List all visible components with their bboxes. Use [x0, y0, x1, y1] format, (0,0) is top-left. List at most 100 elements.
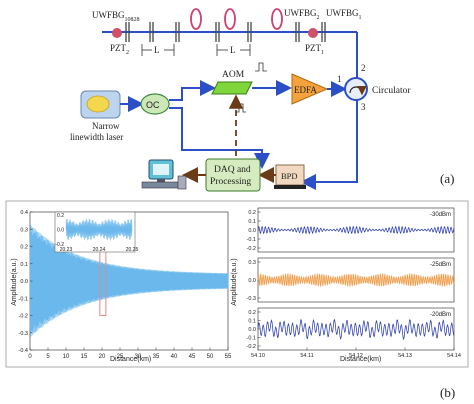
- optical-coupler: [140, 93, 170, 115]
- pzt-right-label: PZT1: [305, 43, 324, 56]
- fbg-mid-label: UWFBG2: [284, 8, 320, 21]
- right-x-label: Distance(km): [340, 356, 381, 363]
- panel-a: UWFBG10828 UWFBG2 UWFBG1 PZT2 PZT1 L L N…: [70, 8, 454, 192]
- panel-a-label: (a): [440, 171, 454, 186]
- oc-to-aom-fiber: [169, 80, 216, 101]
- spacing-label-1: L: [154, 45, 160, 55]
- computer-icon: [141, 159, 187, 190]
- laser-label-line2: linewidth laser: [70, 132, 123, 142]
- panel-b-frame: [5, 200, 469, 368]
- main-x-tick-label: 55: [225, 354, 232, 360]
- inset-x-tick-label: 20.24: [93, 247, 106, 253]
- main-x-tick-label: 40: [171, 354, 178, 360]
- circulator-label: Circulator: [372, 86, 411, 96]
- subplot-legend-label: -20dBm: [430, 312, 451, 318]
- edfa-amplifier: [291, 73, 329, 105]
- circulator-arrow-icon: [349, 85, 367, 96]
- main-y-tick-label: -0.3: [19, 331, 28, 337]
- subplot-y-tick-label: 0.1: [248, 219, 256, 225]
- main-x-label: Distance(km): [110, 356, 151, 363]
- subplot-y-tick-label: 0.1: [248, 319, 256, 325]
- main-x-tick-label: 15: [81, 354, 88, 360]
- fbg-right-label: UWFBG1: [326, 8, 362, 21]
- main-y-tick-label: 0.2: [20, 245, 28, 251]
- right-x-tick-label: 54.11: [300, 353, 313, 359]
- spacing-marker-2: [216, 44, 251, 56]
- fbg-left-label: UWFBG10828: [92, 10, 140, 23]
- edfa-label: EDFA: [294, 85, 317, 95]
- inset-trace-series: [65, 218, 133, 241]
- circulator: [344, 77, 368, 101]
- main-x-tick-label: 50: [207, 354, 214, 360]
- pzt-right-icon: [308, 28, 318, 38]
- inset-y-tick-label: -0.2: [55, 242, 64, 248]
- main-y-tick-label: -0.1: [19, 296, 28, 302]
- main-y-label: Amplitude(a.u.): [11, 258, 18, 305]
- main-x-tick-label: 5: [46, 354, 50, 360]
- subplot-y-tick-label: 0.2: [248, 310, 256, 316]
- aom-label: AOM: [222, 70, 245, 80]
- subplot-y-tick-label: -0.2: [247, 246, 256, 252]
- daq-label-line1: DAQ and: [214, 165, 251, 175]
- laser-label-line1: Narrow: [92, 121, 120, 131]
- subplot-y-tick-label: 0.3: [248, 260, 256, 266]
- inset-y-tick-label: 0.2: [57, 213, 64, 219]
- fbg-gratings: [125, 22, 326, 42]
- main-x-tick-label: 0: [28, 354, 32, 360]
- oc-label: OC: [146, 100, 160, 110]
- subplot-legend-label: -25dBm: [430, 262, 451, 268]
- subplot-y-tick-label: 0.2: [248, 210, 256, 216]
- inset-y-tick-label: 0.0: [57, 228, 64, 234]
- main-y-tick-label: -0.4: [19, 348, 28, 354]
- right-x-tick-label: 54.10: [251, 353, 265, 359]
- subplot-series: [257, 225, 455, 235]
- spacing-marker-1: [141, 44, 175, 56]
- main-y-tick-label: 0.3: [20, 227, 28, 233]
- fiber-rings: [190, 8, 283, 30]
- subplot-y-tick-label: 0.0: [248, 278, 256, 284]
- right-x-tick-label: 54.12: [349, 353, 363, 359]
- circulator-to-bpd-fiber: [300, 100, 358, 190]
- bpd-label: BPD: [281, 171, 298, 181]
- main-y-tick-label: 0.1: [20, 262, 28, 268]
- main-x-tick-label: 25: [117, 354, 124, 360]
- bpd-base: [274, 185, 306, 189]
- inset-chart: 20.23 20.24 20.25 -0.2 0.0 0.2: [54, 211, 139, 253]
- port-1-label: 1: [337, 74, 342, 84]
- main-x-tick-label: 30: [135, 354, 142, 360]
- main-y-tick-label: -0.2: [19, 314, 28, 320]
- right-x-tick-label: 54.14: [447, 353, 461, 359]
- pulse-icon-lower: [236, 103, 246, 113]
- subplot-y-tick-label: 0.0: [248, 327, 256, 333]
- main-x-tick-label: 10: [63, 354, 70, 360]
- subplot-y-tick-label: -0.1: [247, 237, 256, 243]
- pulse-icon-upper: [255, 62, 267, 72]
- right-y-label: Amplitude(a.u.): [231, 258, 238, 305]
- power-comparison-charts: 0.2 0.1 0.0 -0.1 -0.2 -30dBm 0.3 0.0 -0.3 -25dBm 0…: [231, 207, 461, 363]
- main-y-tick-label: 0.0: [20, 279, 28, 285]
- main-trace-series: [29, 224, 229, 337]
- main-y-tick-label: 0.4: [20, 210, 28, 216]
- subplot-legend-label: -30dBm: [430, 212, 451, 218]
- inset-x-tick-label: 20.25: [126, 247, 139, 253]
- main-x-tick-label: 20: [99, 354, 106, 360]
- aom-modulator: [211, 81, 253, 95]
- subplot-series: [257, 273, 455, 287]
- panel-b-label: (b): [440, 385, 455, 400]
- pzt-left-icon: [112, 28, 122, 38]
- subplot-y-tick-label: 0.0: [248, 228, 256, 234]
- subplot-y-tick-label: -0.2: [247, 344, 256, 350]
- subplot-y-tick-label: -0.3: [247, 296, 256, 302]
- right-x-tick-label: 54.13: [398, 353, 412, 359]
- spacing-label-2: L: [230, 45, 236, 55]
- daq-label-line2: Processing: [210, 177, 251, 187]
- subplot-series: [257, 318, 455, 341]
- pzt-left-label: PZT2: [110, 43, 129, 56]
- oc-to-bpd-fiber: [169, 107, 270, 169]
- main-x-tick-label: 45: [189, 354, 196, 360]
- port-2-label: 2: [361, 63, 366, 73]
- port-3-label: 3: [361, 102, 366, 112]
- inset-x-tick-label: 20.23: [60, 247, 73, 253]
